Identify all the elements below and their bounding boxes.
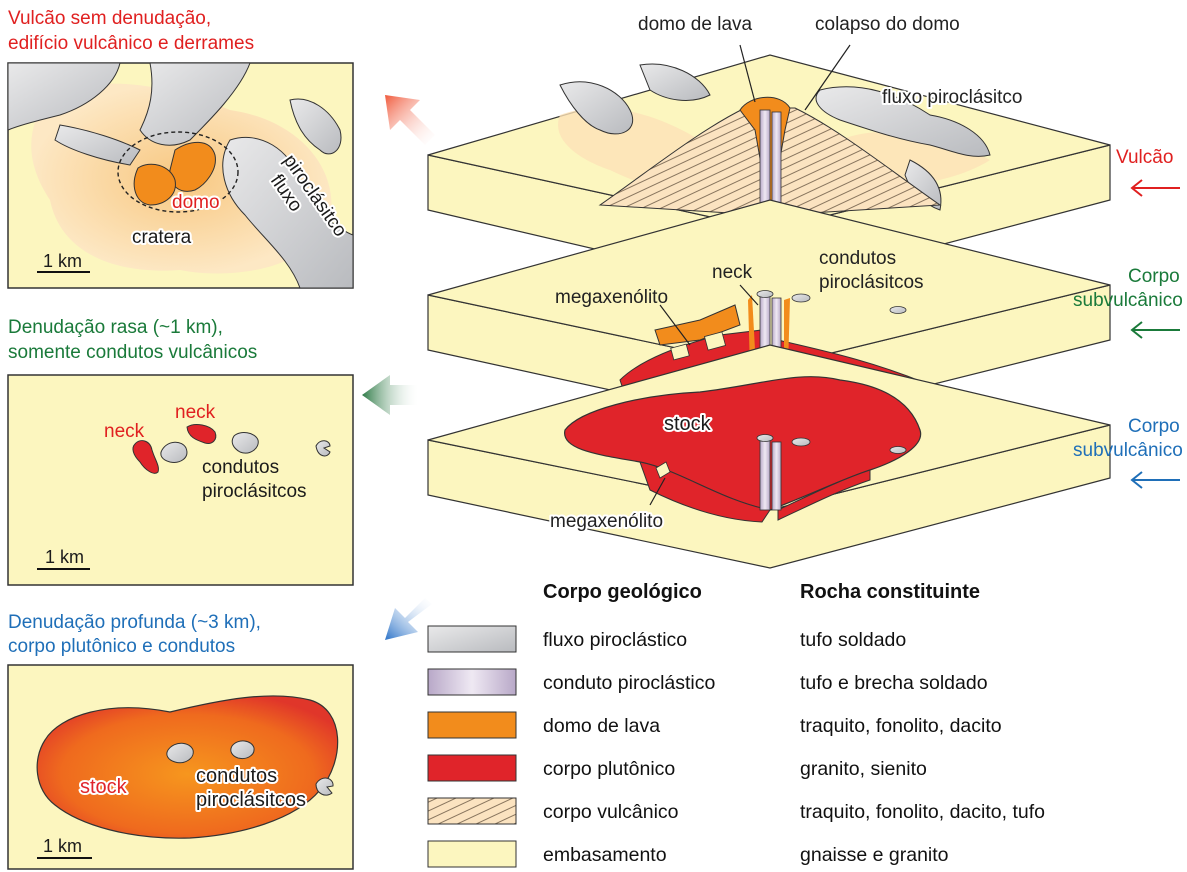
- deep-panel: Denudação profunda (~3 km), corpo plutôn…: [7, 612, 354, 870]
- piroclasitcos-label: piroclásitcos: [202, 481, 307, 502]
- conduits-label-2: piroclásitcos: [819, 272, 924, 293]
- conduit-outcrop: [315, 777, 334, 796]
- pyroclastic-flow: [639, 63, 711, 101]
- lava-dome-label: domo de lava: [638, 14, 753, 35]
- crater-label: cratera: [132, 227, 192, 248]
- legend-body-5: embasamento: [543, 844, 667, 866]
- volcano-title-2: edifício vulcânico e derrames: [8, 33, 254, 54]
- conduit-outcrop: [889, 306, 907, 314]
- deep-title-2: corpo plutônico e condutos: [8, 636, 235, 657]
- deep-scale-label: 1 km: [43, 836, 82, 856]
- stock-label: stock: [80, 776, 128, 798]
- conduits-label-1: condutos: [819, 248, 896, 269]
- neck-label-a: neck: [104, 421, 145, 442]
- legend-rock-0: tufo soldado: [800, 629, 906, 651]
- pyroclastic-flow-area: [222, 136, 353, 288]
- conduit-outcrop: [230, 740, 255, 759]
- legend-body-1: conduto piroclástico: [543, 672, 716, 694]
- dome-label: domo: [172, 192, 220, 213]
- pyroclastic-conduit: [759, 439, 771, 511]
- side-label-volcano: Vulcão: [1116, 147, 1173, 168]
- shallow-scale-label: 1 km: [45, 547, 84, 567]
- volcano-title-1: Vulcão sem denudação,: [8, 8, 211, 29]
- block-middle-surface: [427, 199, 1111, 369]
- volcanic-edifice-section: [777, 107, 942, 216]
- legend-body-0: fluxo piroclástico: [543, 629, 687, 651]
- legend-swatch-red: [427, 754, 517, 782]
- condutos-label: condutos: [202, 457, 279, 478]
- side-label-subvulcanico: subvulcânico: [1073, 440, 1183, 461]
- shallow-map-frame: [7, 374, 354, 586]
- arrow-left-icon: [1130, 179, 1180, 197]
- legend-swatch-orange: [427, 711, 517, 739]
- legend-swatch-lavender: [427, 668, 517, 696]
- conduit-outcrop: [231, 432, 259, 454]
- megaxenolith-label: megaxenólito: [555, 287, 668, 308]
- deep-title-1: Denudação profunda (~3 km),: [8, 612, 261, 633]
- legend-header-body: Corpo geológico: [543, 581, 702, 603]
- dome-collapse-label: colapso do domo: [815, 14, 960, 35]
- conduit-outcrop: [166, 742, 194, 764]
- shallow-title-1: Denudação rasa (~1 km),: [8, 317, 223, 338]
- legend-rock-5: gnaisse e granito: [800, 844, 949, 866]
- neck-outcrop: [132, 440, 159, 474]
- shallow-title-2: somente condutos vulcânicos: [8, 342, 257, 363]
- side-label-corpo: Corpo: [1128, 266, 1180, 287]
- megaxenolith: [704, 331, 726, 351]
- pyroclastic-conduit: [759, 109, 771, 216]
- megaxenolith: [655, 461, 671, 479]
- conduit-outcrop: [315, 440, 331, 457]
- neck-label: neck: [712, 262, 753, 283]
- arrow-to-volcano-panel-icon: [385, 95, 435, 145]
- conduit-outcrop: [889, 446, 907, 454]
- neck-outcrop: [186, 424, 217, 444]
- legend-rock-4: traquito, fonolito, dacito, tufo: [800, 801, 1045, 823]
- megaxenolith: [670, 343, 690, 361]
- side-label-corpo: Corpo: [1128, 416, 1180, 437]
- legend-rock-1: tufo e brecha soldado: [800, 672, 988, 694]
- side-label-subvulcanico: subvulcânico: [1073, 290, 1183, 311]
- pyroclastic-flow: [815, 86, 991, 157]
- legend-rock-3: granito, sienito: [800, 758, 927, 780]
- piroclasitcos-label: piroclásitcos: [196, 789, 306, 811]
- pyroclastic-flow-area: [139, 63, 251, 146]
- arrow-left-icon: [1130, 321, 1180, 339]
- crater-outline: [117, 131, 239, 213]
- pyroclastic-flow-area: [8, 63, 121, 131]
- legend: Corpo geológico Rocha constituinte fluxo…: [427, 581, 1045, 868]
- arrow-left-icon: [1130, 471, 1180, 489]
- arrow-to-shallow-panel-icon: [362, 375, 418, 415]
- shallow-panel: Denudação rasa (~1 km), somente condutos…: [7, 317, 354, 586]
- condutos-label: condutos: [196, 765, 277, 787]
- legend-body-4: corpo vulcânico: [543, 801, 679, 823]
- pyroclastic-conduit: [771, 441, 782, 511]
- block-top: domo de lava colapso do domo fluxo piroc…: [427, 14, 1180, 291]
- pyroclastic-flow-label: fluxo piroclásitco: [882, 87, 1022, 108]
- legend-body-2: domo de lava: [543, 715, 660, 737]
- pyroclastic-flow-area: [54, 124, 141, 166]
- legend-swatch-cream: [427, 840, 517, 868]
- lava-dome: [133, 163, 176, 206]
- stock-label: stock: [664, 413, 712, 435]
- volcano-panel: Vulcão sem denudação, edifício vulcânico…: [7, 8, 354, 289]
- block-middle: megaxenólito neck condutos piroclásitcos…: [427, 199, 1183, 426]
- conduit-outcrop: [160, 441, 188, 463]
- block-bottom: stock megaxenólito Corpo subvulcânico: [427, 344, 1183, 569]
- neck-label-b: neck: [175, 402, 216, 423]
- megaxenolith-label: megaxenólito: [550, 511, 663, 532]
- pyroclastic-flow: [559, 81, 634, 135]
- volcano-scale-label: 1 km: [43, 251, 82, 271]
- legend-header-rock: Rocha constituinte: [800, 581, 980, 603]
- arrow-to-deep-panel-icon: [385, 598, 432, 640]
- pyroclastic-flow-area: [289, 98, 342, 155]
- legend-body-3: corpo plutônico: [543, 758, 675, 780]
- legend-swatch-gray: [427, 625, 517, 653]
- legend-swatch-hatched: [427, 797, 517, 825]
- legend-rock-2: traquito, fonolito, dacito: [800, 715, 1002, 737]
- pyroclastic-conduit: [771, 111, 782, 216]
